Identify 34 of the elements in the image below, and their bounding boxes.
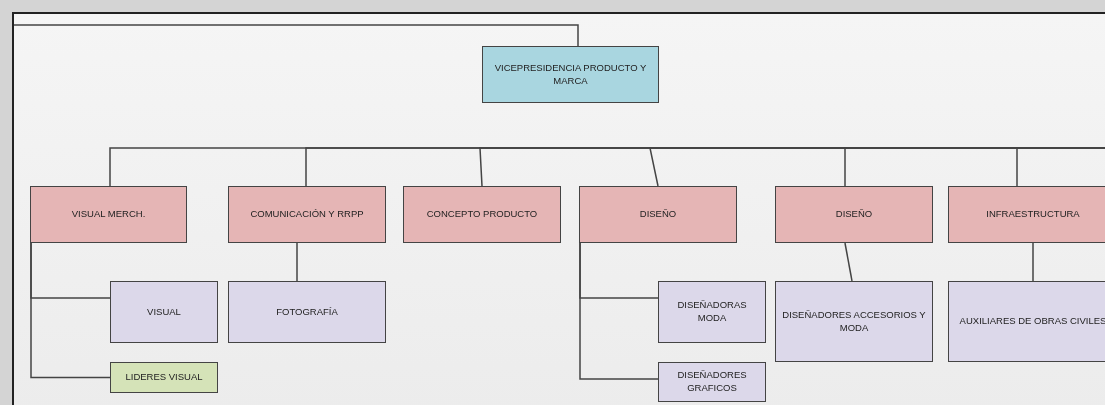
box-label: DISEÑADORAS MODA xyxy=(676,299,748,325)
org-box xyxy=(228,281,386,343)
org-box xyxy=(775,186,933,243)
connector-line xyxy=(1016,147,1105,187)
org-box xyxy=(228,186,386,243)
connector-line xyxy=(296,242,298,282)
box-label: VICEPRESIDENCIA PRODUCTO Y MARCA xyxy=(493,61,648,88)
box-label: FOTOGRAFÍA xyxy=(276,305,338,319)
box-label: INFRAESTRUCTURA xyxy=(986,208,1080,221)
box-label: DISEÑADORES GRAFICOS xyxy=(676,369,748,395)
org-box xyxy=(948,186,1105,243)
box-label: DISEÑO xyxy=(639,208,677,221)
box-label: VISUAL MERCH. xyxy=(71,208,146,221)
org-box xyxy=(579,186,737,243)
connector-line xyxy=(1032,242,1034,282)
org-box xyxy=(403,186,561,243)
box-label: LIDERES VISUAL xyxy=(125,371,203,384)
org-box xyxy=(658,362,766,402)
connector-line xyxy=(579,242,659,380)
org-box xyxy=(30,186,187,243)
connector-line xyxy=(844,242,853,282)
box-label: CONCEPTO PRODUCTO xyxy=(426,208,538,221)
org-box xyxy=(110,281,218,343)
org-box xyxy=(110,362,218,393)
box-label: COMUNICACIÓN Y RRPP xyxy=(250,208,364,221)
box-label: DISEÑO xyxy=(835,208,873,221)
box-label: DISEÑADORES ACCESORIOS Y MODA xyxy=(781,308,927,335)
org-box xyxy=(658,281,766,343)
box-label: VISUAL xyxy=(147,305,181,319)
connector-line xyxy=(13,24,579,47)
org-box xyxy=(948,281,1105,362)
connector-line xyxy=(30,242,111,379)
org-box xyxy=(482,46,659,103)
org-box xyxy=(775,281,933,362)
